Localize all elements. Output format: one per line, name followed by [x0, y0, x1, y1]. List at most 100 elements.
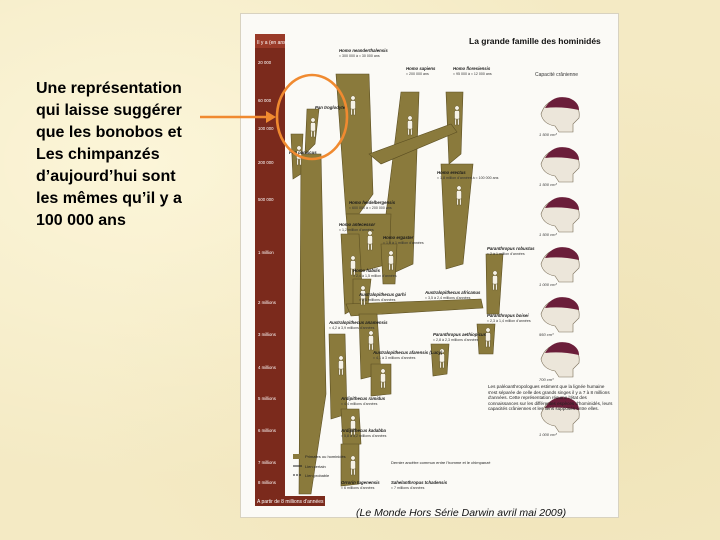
- species-label: Sahelanthropus tchadensis≈ 7 millions d'…: [391, 480, 448, 490]
- species-range: ≈ 1,2 million d'années: [339, 228, 374, 232]
- timeline-label: 1 million: [258, 250, 274, 255]
- species-name: Ardipithecus ramidus: [340, 396, 386, 401]
- skull-capacity: 1 500 cm³: [539, 182, 557, 187]
- hominid-silhouette: [485, 327, 491, 348]
- species-label: Australopithecus afarensis (Lucy)≈ 4,1 à…: [372, 350, 443, 360]
- hominid-silhouette: [350, 455, 356, 476]
- species-range: ≈ 4,2 à 3,9 millions d'années: [329, 326, 375, 330]
- species-name: Homo antecessor: [339, 222, 375, 227]
- hominid-silhouette: [407, 115, 413, 136]
- hominid-silhouette: [350, 255, 356, 276]
- hominid-silhouette: [360, 285, 366, 306]
- explanatory-text: Les paléoanthropologues estiment que la …: [488, 384, 613, 412]
- branch-kadabba: [340, 443, 360, 487]
- species-name: Homo habilis: [353, 268, 381, 273]
- branch-floresiensis: [445, 91, 464, 165]
- timeline-label: 60 000: [258, 98, 272, 103]
- timeline-header-bg: [255, 34, 285, 48]
- species-label: Homo erectus≈ 1,8 million d'années à ≈ 1…: [437, 170, 499, 180]
- branch-anamensis: [328, 333, 348, 420]
- skull: 950 cm³: [539, 297, 580, 337]
- species-range: ≈ 4,1 à 3 millions d'années: [373, 356, 416, 360]
- hominid-silhouette: [492, 270, 498, 291]
- timeline-label: 2 millions: [258, 300, 276, 305]
- species-name: Australopithecus afarensis (Lucy): [372, 350, 443, 355]
- branch-sapiens: [385, 91, 420, 275]
- species-name: Homo sapiens: [406, 66, 436, 71]
- hominid-silhouette: [439, 348, 445, 369]
- species-range: ≈ 7 millions d'années: [391, 486, 425, 490]
- species-name: Paranthropus aethiopicus: [433, 332, 487, 337]
- species-name: Pan paniscus: [289, 150, 317, 155]
- hominid-silhouette: [454, 105, 460, 126]
- hominid-silhouette: [350, 415, 356, 436]
- species-label: Pan paniscus: [289, 150, 317, 155]
- timeline-label: 5 millions: [258, 396, 276, 401]
- timeline-header: Il y a (en ans): [257, 40, 288, 46]
- species-name: Australopithecus garhi: [358, 292, 407, 297]
- species-label: Ardipithecus ramidus≈ 4,4 millions d'ann…: [340, 396, 386, 406]
- skull: 1 000 cm³: [539, 247, 580, 287]
- species-labels: Homo neanderthalensis≈ 300 000 à ≈ 30 00…: [289, 48, 535, 490]
- legend-primates: Primates ou hominidés: [305, 454, 346, 459]
- skull: 1 500 cm³: [539, 197, 580, 237]
- skull: 1 500 cm³: [539, 147, 580, 187]
- timeline-label: 200 000: [258, 160, 274, 165]
- species-range: ≈ 2,8 à 2,3 millions d'années: [433, 338, 479, 342]
- species-name: Pan troglodytes: [315, 105, 348, 110]
- phylogeny-tree: [290, 73, 504, 495]
- branch-australopith-link: [345, 298, 484, 317]
- common-ancestor-label: Dernier ancêtre commun entre l'homme et …: [391, 460, 491, 465]
- species-label: Homo ergaster≈ 1,9 à 1 million d'années: [383, 235, 424, 245]
- species-label: Orrorin tugenensis≈ 6 millions d'années: [341, 480, 380, 490]
- timeline-label: 7 millions: [258, 460, 276, 465]
- species-range: ≈ 200 000 ans: [406, 72, 429, 76]
- species-name: Homo neanderthalensis: [339, 48, 388, 53]
- branch-apes-trunk: [298, 153, 327, 495]
- species-label: Homo neanderthalensis≈ 300 000 à ≈ 30 00…: [339, 48, 388, 58]
- species-name: Sahelanthropus tchadensis: [391, 480, 448, 485]
- poster-title: La grande famille des hominidés: [469, 36, 601, 46]
- timeline-label: 20 000: [258, 60, 272, 65]
- species-name: Homo floresiensis: [453, 66, 491, 71]
- species-range: ≈ 300 000 à ≈ 30 000 ans: [339, 54, 380, 58]
- species-figures: [296, 95, 498, 476]
- skull: 1 500 cm³: [539, 97, 580, 137]
- species-label: Homo antecessor≈ 1,2 million d'années: [339, 222, 375, 232]
- hominid-silhouette: [350, 95, 356, 116]
- timeline-label: 100 000: [258, 126, 274, 131]
- species-name: Australopithecus anamensis: [328, 320, 388, 325]
- species-range: ≈ 4,4 millions d'années: [341, 402, 378, 406]
- legend-probable: Lien probable: [305, 473, 330, 478]
- species-label: Homo habilis≈ 2,4 à 1,5 million d'années: [353, 268, 397, 278]
- skull: 1 000 cm³: [539, 397, 580, 437]
- species-range: ≈ 600 000 à ≈ 200 000 ans: [349, 206, 392, 210]
- branch-erectus-link: [368, 123, 458, 165]
- legend: Primates ou hominidés Lien certain Lien …: [293, 454, 346, 478]
- species-label: Homo floresiensis≈ 95 000 à ≈ 12 000 ans: [453, 66, 492, 76]
- species-range: ≈ 2,5 millions d'années: [359, 298, 396, 302]
- skull-capacity: 1 000 cm³: [539, 432, 557, 437]
- species-range: ≈ 2,3 à 1,4 million d'années: [487, 319, 531, 323]
- bottom-band: [255, 496, 325, 506]
- hominid-silhouette: [368, 330, 374, 351]
- hominid-silhouette: [338, 355, 344, 376]
- timeline-label: 500 000: [258, 197, 274, 202]
- species-label: Ardipithecus kadabba≈ 5,8 à 5,2 millions…: [340, 428, 387, 438]
- hominid-silhouette: [456, 185, 462, 206]
- explanatory-text-frame: Les paléoanthropologues estiment que la …: [488, 384, 613, 412]
- poster-illustration: Il y a (en ans) 20 000 60 000 100 000 200 0…: [255, 34, 613, 506]
- species-label: Homo heidelbergensis≈ 600 000 à ≈ 200 00…: [349, 200, 396, 210]
- legend-swatch-primates: [293, 454, 302, 459]
- species-name: Orrorin tugenensis: [341, 480, 380, 485]
- hominid-silhouette: [388, 250, 394, 271]
- timeline-column: [255, 34, 285, 496]
- skull-capacity: 1 500 cm³: [539, 132, 557, 137]
- skull-column: 1 500 cm³ 1 500 cm³ 1 500 cm³ 1 000 cm³ 950 …: [539, 97, 580, 437]
- skull-capacity: 1 500 cm³: [539, 232, 557, 237]
- hominid-family-poster: Il y a (en ans) 20 000 60 000 100 000 200 0…: [241, 14, 618, 517]
- branch-neanderthal: [335, 73, 374, 215]
- skull-capacity: 700 cm³: [539, 377, 554, 382]
- species-name: Homo heidelbergensis: [349, 200, 396, 205]
- species-label: Paranthropus robustus≈ 2 à 1 million d'a…: [487, 246, 535, 256]
